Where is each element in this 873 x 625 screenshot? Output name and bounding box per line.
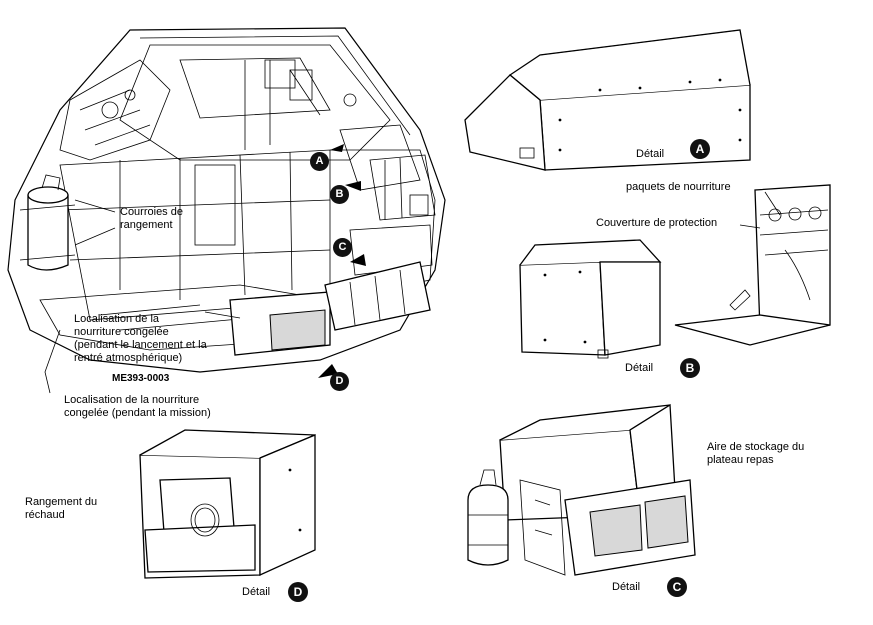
detail-a-word: Détail xyxy=(636,148,665,160)
stove-storage-line-1: Rangement du xyxy=(25,496,98,508)
food-packets-label: paquets de nourriture xyxy=(626,181,731,193)
frozen-food-mission-line-2: congelée (pendant la mission) xyxy=(64,407,211,419)
stove-storage-line-2: réchaud xyxy=(25,509,65,521)
storage-straps-label: Courroies de rangement xyxy=(120,206,183,232)
frozen-food-launch-line-2: nourriture congelée xyxy=(74,326,169,338)
meal-tray-storage-line-1: Aire de stockage du xyxy=(707,441,805,453)
storage-straps-line-1: Courroies de xyxy=(120,206,183,218)
frozen-food-launch-label: Localisation de la nourriture congelée (… xyxy=(74,313,207,365)
detail-b-word: Détail xyxy=(625,362,654,374)
frozen-food-launch-line-3: (pendant le lancement et la xyxy=(74,339,207,351)
detail-c-badge: C xyxy=(667,577,687,597)
detail-b-badge: B xyxy=(680,358,700,378)
detail-b-drawing xyxy=(519,184,831,359)
detail-d-badge: D xyxy=(288,582,308,602)
meal-tray-storage-label: Aire de stockage du plateau repas xyxy=(707,441,804,467)
cabin-marker-c: C xyxy=(333,238,352,257)
detail-d-word: Détail xyxy=(242,586,271,598)
detail-c-word: Détail xyxy=(612,581,641,593)
cabin-interior-drawing xyxy=(7,27,446,394)
stove-storage-label: Rangement du réchaud xyxy=(25,496,97,522)
frozen-food-mission-line-1: Localisation de la nourriture xyxy=(64,394,200,406)
detail-c-drawing xyxy=(467,403,696,576)
cabin-marker-d: D xyxy=(330,372,349,391)
cabin-marker-a: A xyxy=(310,152,329,171)
frozen-food-launch-line-4: rentré atmosphérique) xyxy=(74,352,183,364)
detail-d-drawing xyxy=(139,429,316,579)
frozen-food-launch-line-1: Localisation de la xyxy=(74,313,160,325)
cabin-marker-b: B xyxy=(330,185,349,204)
meal-tray-storage-line-2: plateau repas xyxy=(707,454,774,466)
protective-cover-label: Couverture de protection xyxy=(596,217,718,229)
drawing-code: ME393-0003 xyxy=(112,373,170,384)
frozen-food-mission-label: Localisation de la nourriture congelée (… xyxy=(64,394,211,420)
detail-a-badge: A xyxy=(690,139,710,159)
storage-straps-line-2: rangement xyxy=(120,219,173,231)
